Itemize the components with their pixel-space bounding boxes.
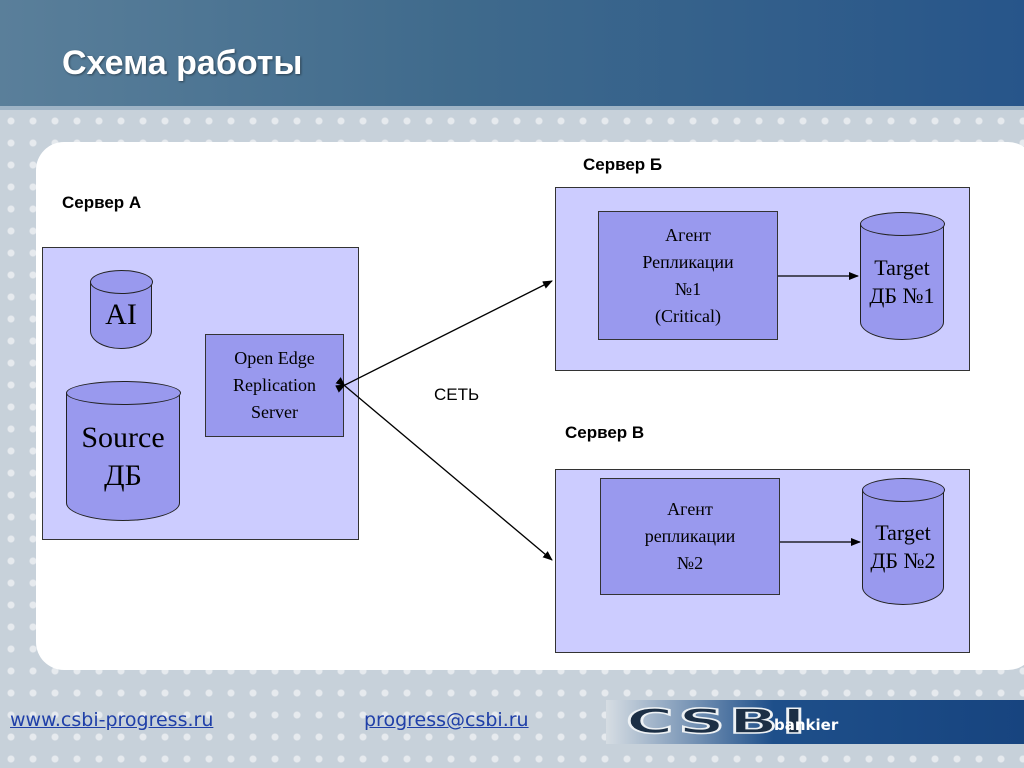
agent-2-line1: Агент — [667, 499, 713, 519]
csbi-logo: CSBI — [625, 701, 810, 743]
agent-1-box: Агент Репликации №1 (Critical) — [598, 211, 778, 340]
target-database-1: Target ДБ №1 — [859, 212, 945, 340]
website-link[interactable]: www.csbi-progress.ru — [10, 709, 214, 731]
arrow-to-server-c — [335, 377, 553, 561]
ai-database: AI — [89, 270, 153, 349]
server-c-label: Сервер В — [565, 423, 645, 442]
target-db-2-line1: Target — [875, 520, 931, 545]
replication-server-line2: Replication — [233, 375, 316, 395]
agent-2-line3: №2 — [676, 553, 704, 573]
agent-1-line2: Репликации — [642, 251, 734, 272]
agent-2-line2: репликации — [644, 526, 736, 546]
server-a-label: Сервер А — [62, 193, 142, 212]
agent-1-line3: №1 — [674, 278, 702, 299]
ai-database-label: AI — [105, 298, 137, 331]
header-bar — [0, 0, 1024, 110]
header-divider — [0, 106, 1024, 110]
logo-subtitle: bankier — [774, 716, 839, 734]
target-db-2-line2: ДБ №2 — [870, 548, 936, 573]
email-link[interactable]: progress@csbi.ru — [364, 709, 529, 731]
slide-title: Схема работы — [62, 44, 303, 82]
target-database-2: Target ДБ №2 — [861, 478, 945, 605]
source-db-line1: Source — [81, 420, 165, 454]
source-db-line2: ДБ — [104, 458, 142, 492]
target-db-1-line1: Target — [874, 254, 930, 280]
replication-server-line1: Open Edge — [234, 348, 315, 368]
agent-1-line1: Агент — [665, 224, 711, 245]
agent-2-box: Агент репликации №2 — [600, 478, 780, 595]
source-database: Source ДБ — [65, 381, 181, 521]
logo-bar — [606, 700, 1024, 744]
agent-1-line4: (Critical) — [655, 305, 721, 326]
replication-server-line3: Server — [251, 402, 298, 422]
server-b-label: Сервер Б — [583, 155, 663, 174]
arrow-to-server-b — [335, 280, 553, 393]
target-db-1-line2: ДБ №1 — [869, 282, 935, 308]
